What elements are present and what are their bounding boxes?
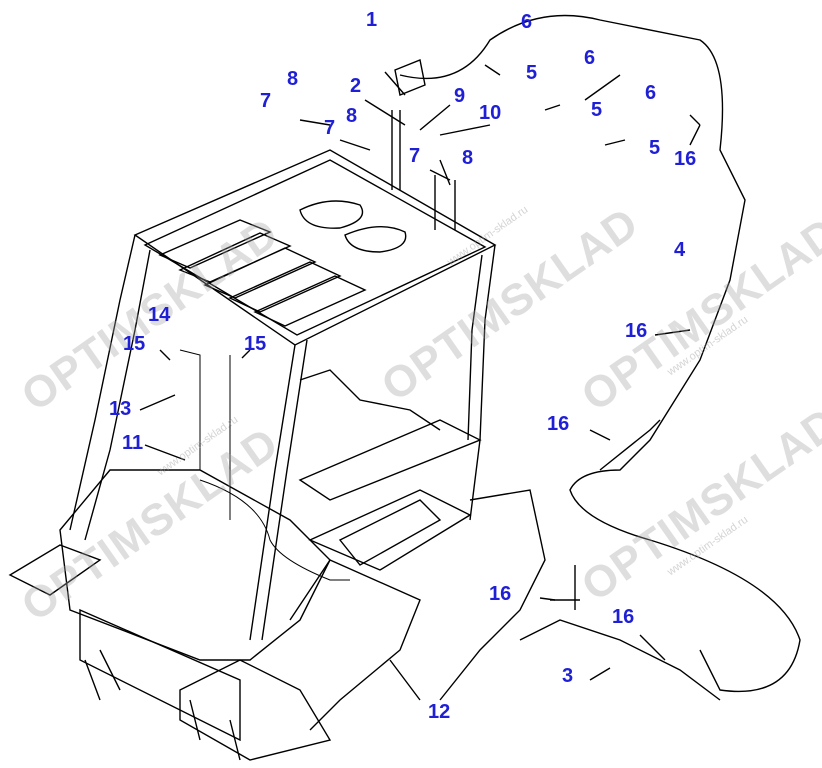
- callout-10: 10: [479, 102, 502, 124]
- callout-16: 16: [625, 320, 648, 342]
- callout-3: 3: [562, 665, 574, 687]
- callout-13: 13: [109, 398, 132, 420]
- callout-1: 1: [366, 9, 378, 31]
- part-2-rod: [391, 110, 401, 190]
- step: [8, 544, 102, 596]
- callout-6: 6: [645, 82, 657, 104]
- callout-16: 16: [547, 413, 570, 435]
- callout-16: 16: [489, 583, 512, 605]
- wire-harness-4: [399, 14, 801, 693]
- front-right-pillar: [249, 339, 308, 641]
- callout-14: 14: [148, 304, 171, 326]
- callout-6: 6: [521, 11, 533, 33]
- callout-7: 7: [409, 145, 421, 167]
- callout-6: 6: [584, 47, 596, 69]
- callout-5: 5: [526, 62, 538, 84]
- wire-harness-3: [519, 619, 721, 701]
- callout-12: 12: [428, 701, 451, 723]
- callout-11: 11: [122, 432, 144, 454]
- rear-right-pillar: [467, 244, 496, 521]
- callout-8: 8: [346, 105, 358, 127]
- front-panel: [59, 469, 331, 661]
- callout-7: 7: [260, 90, 272, 112]
- callout-9: 9: [454, 85, 466, 107]
- callout-4: 4: [674, 239, 686, 261]
- callout-16: 16: [612, 606, 635, 628]
- callout-16: 16: [674, 148, 697, 170]
- callout-8: 8: [462, 147, 474, 169]
- rear-fender: [179, 659, 332, 761]
- callout-5: 5: [649, 137, 661, 159]
- callout-8: 8: [287, 68, 299, 90]
- callout-2: 2: [350, 75, 362, 97]
- callout-15: 15: [123, 333, 146, 355]
- battery-tray: [308, 489, 472, 571]
- roof-slots: [158, 219, 367, 327]
- front-left-pillar: [69, 234, 151, 541]
- callout-15: 15: [244, 333, 267, 355]
- callout-7: 7: [324, 117, 336, 139]
- callout-5: 5: [591, 99, 603, 121]
